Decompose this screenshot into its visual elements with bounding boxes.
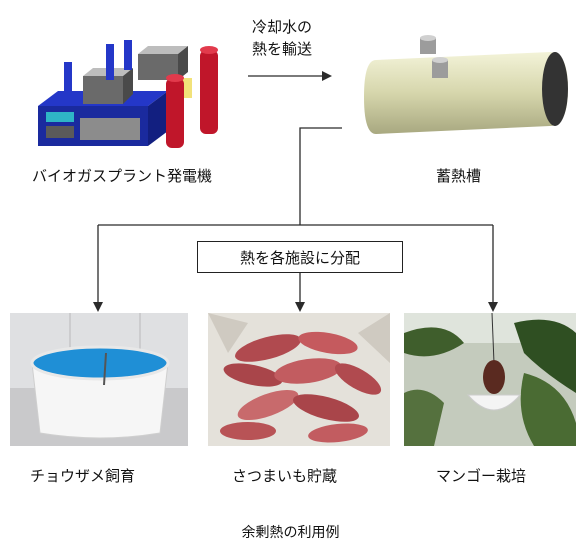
heat-transport-label-line2: 熱を輸送 <box>252 40 313 58</box>
sturgeon-tank-photo <box>10 313 188 446</box>
generator-label: バイオガスプラント発電機 <box>32 167 213 185</box>
tank-label: 蓄熱槽 <box>436 167 482 185</box>
distribution-label: 熱を各施設に分配 <box>239 248 360 267</box>
figure-caption: 余剰熱の利用例 <box>241 525 340 541</box>
sturgeon-label: チョウザメ飼育 <box>30 467 136 485</box>
sweet-potato-photo <box>208 313 390 446</box>
mango-label: マンゴー栽培 <box>436 467 527 485</box>
mango-photo <box>404 313 576 446</box>
heat-storage-tank-illustration <box>364 35 568 134</box>
sweet-potato-label: さつまいも貯蔵 <box>232 467 338 485</box>
heat-transport-label-line1: 冷却水の <box>252 18 313 36</box>
biogas-generator-illustration <box>38 40 218 148</box>
distribution-box: 熱を各施設に分配 <box>197 241 403 273</box>
line-tank-down <box>299 127 342 225</box>
